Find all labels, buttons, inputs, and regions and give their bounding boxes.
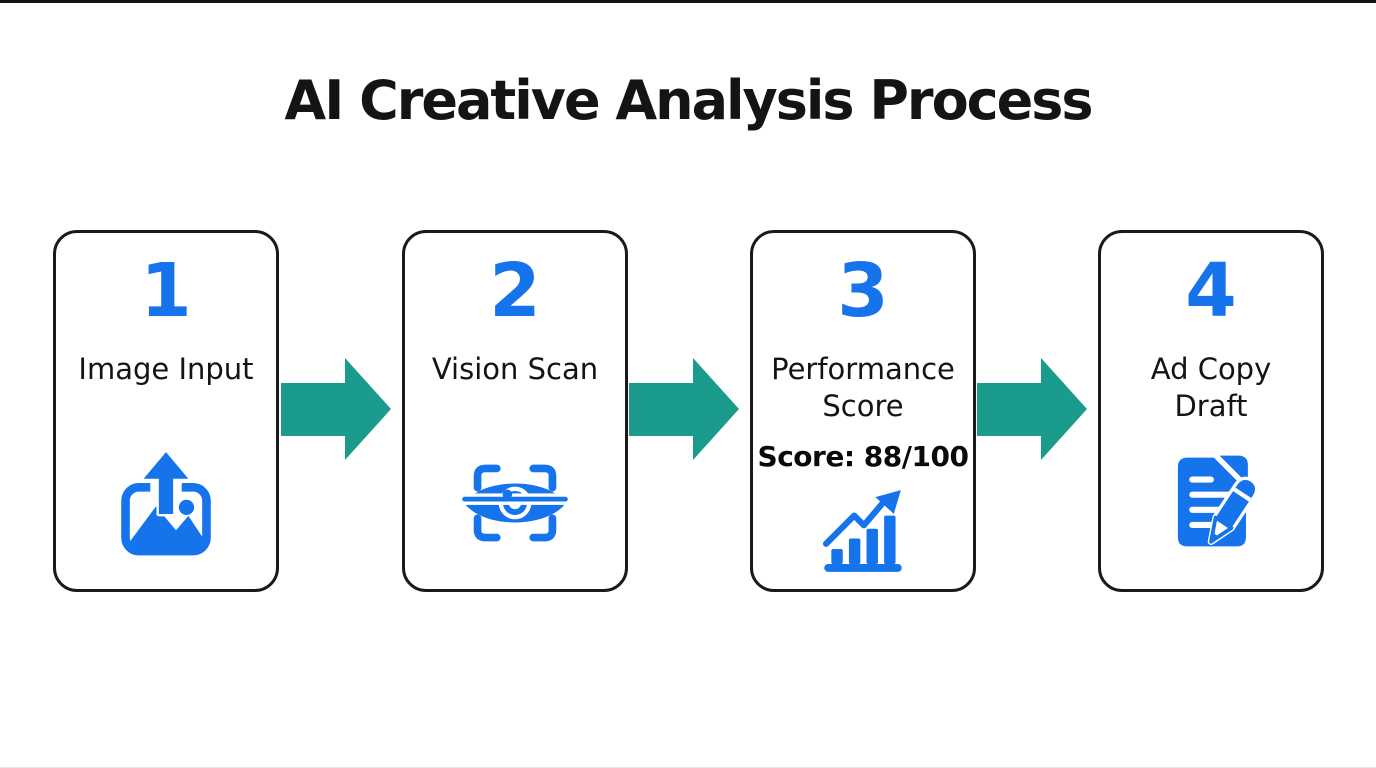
document-pencil-icon	[1159, 449, 1263, 555]
step-number: 1	[140, 248, 192, 334]
bar-chart-growth-icon	[819, 489, 907, 573]
step-label: Vision Scan	[431, 352, 599, 386]
top-border-line	[0, 0, 1376, 3]
step-label: Ad Copy Draft	[1150, 352, 1272, 423]
step-number: 2	[489, 248, 541, 334]
eye-scan-icon	[462, 455, 568, 551]
page-title: AI Creative Analysis Process	[284, 69, 1093, 132]
score-value: Score: 88/100	[757, 440, 969, 473]
step-card-image-input: 1 Image Input	[53, 230, 279, 592]
image-upload-icon	[116, 449, 216, 559]
step-number: 3	[837, 248, 889, 334]
step-card-vision-scan: 2 Vision Scan	[402, 230, 628, 592]
step-number: 4	[1185, 248, 1237, 334]
flow-arrow-3	[977, 358, 1087, 460]
step-label: Image Input	[78, 352, 254, 386]
flow-arrow-1	[281, 358, 391, 460]
flow-arrow-2	[629, 358, 739, 460]
step-card-ad-copy-draft: 4 Ad Copy Draft	[1098, 230, 1324, 592]
step-label: Performance Score	[771, 352, 955, 423]
step-card-performance-score: 3 Performance Score Score: 88/100	[750, 230, 976, 592]
